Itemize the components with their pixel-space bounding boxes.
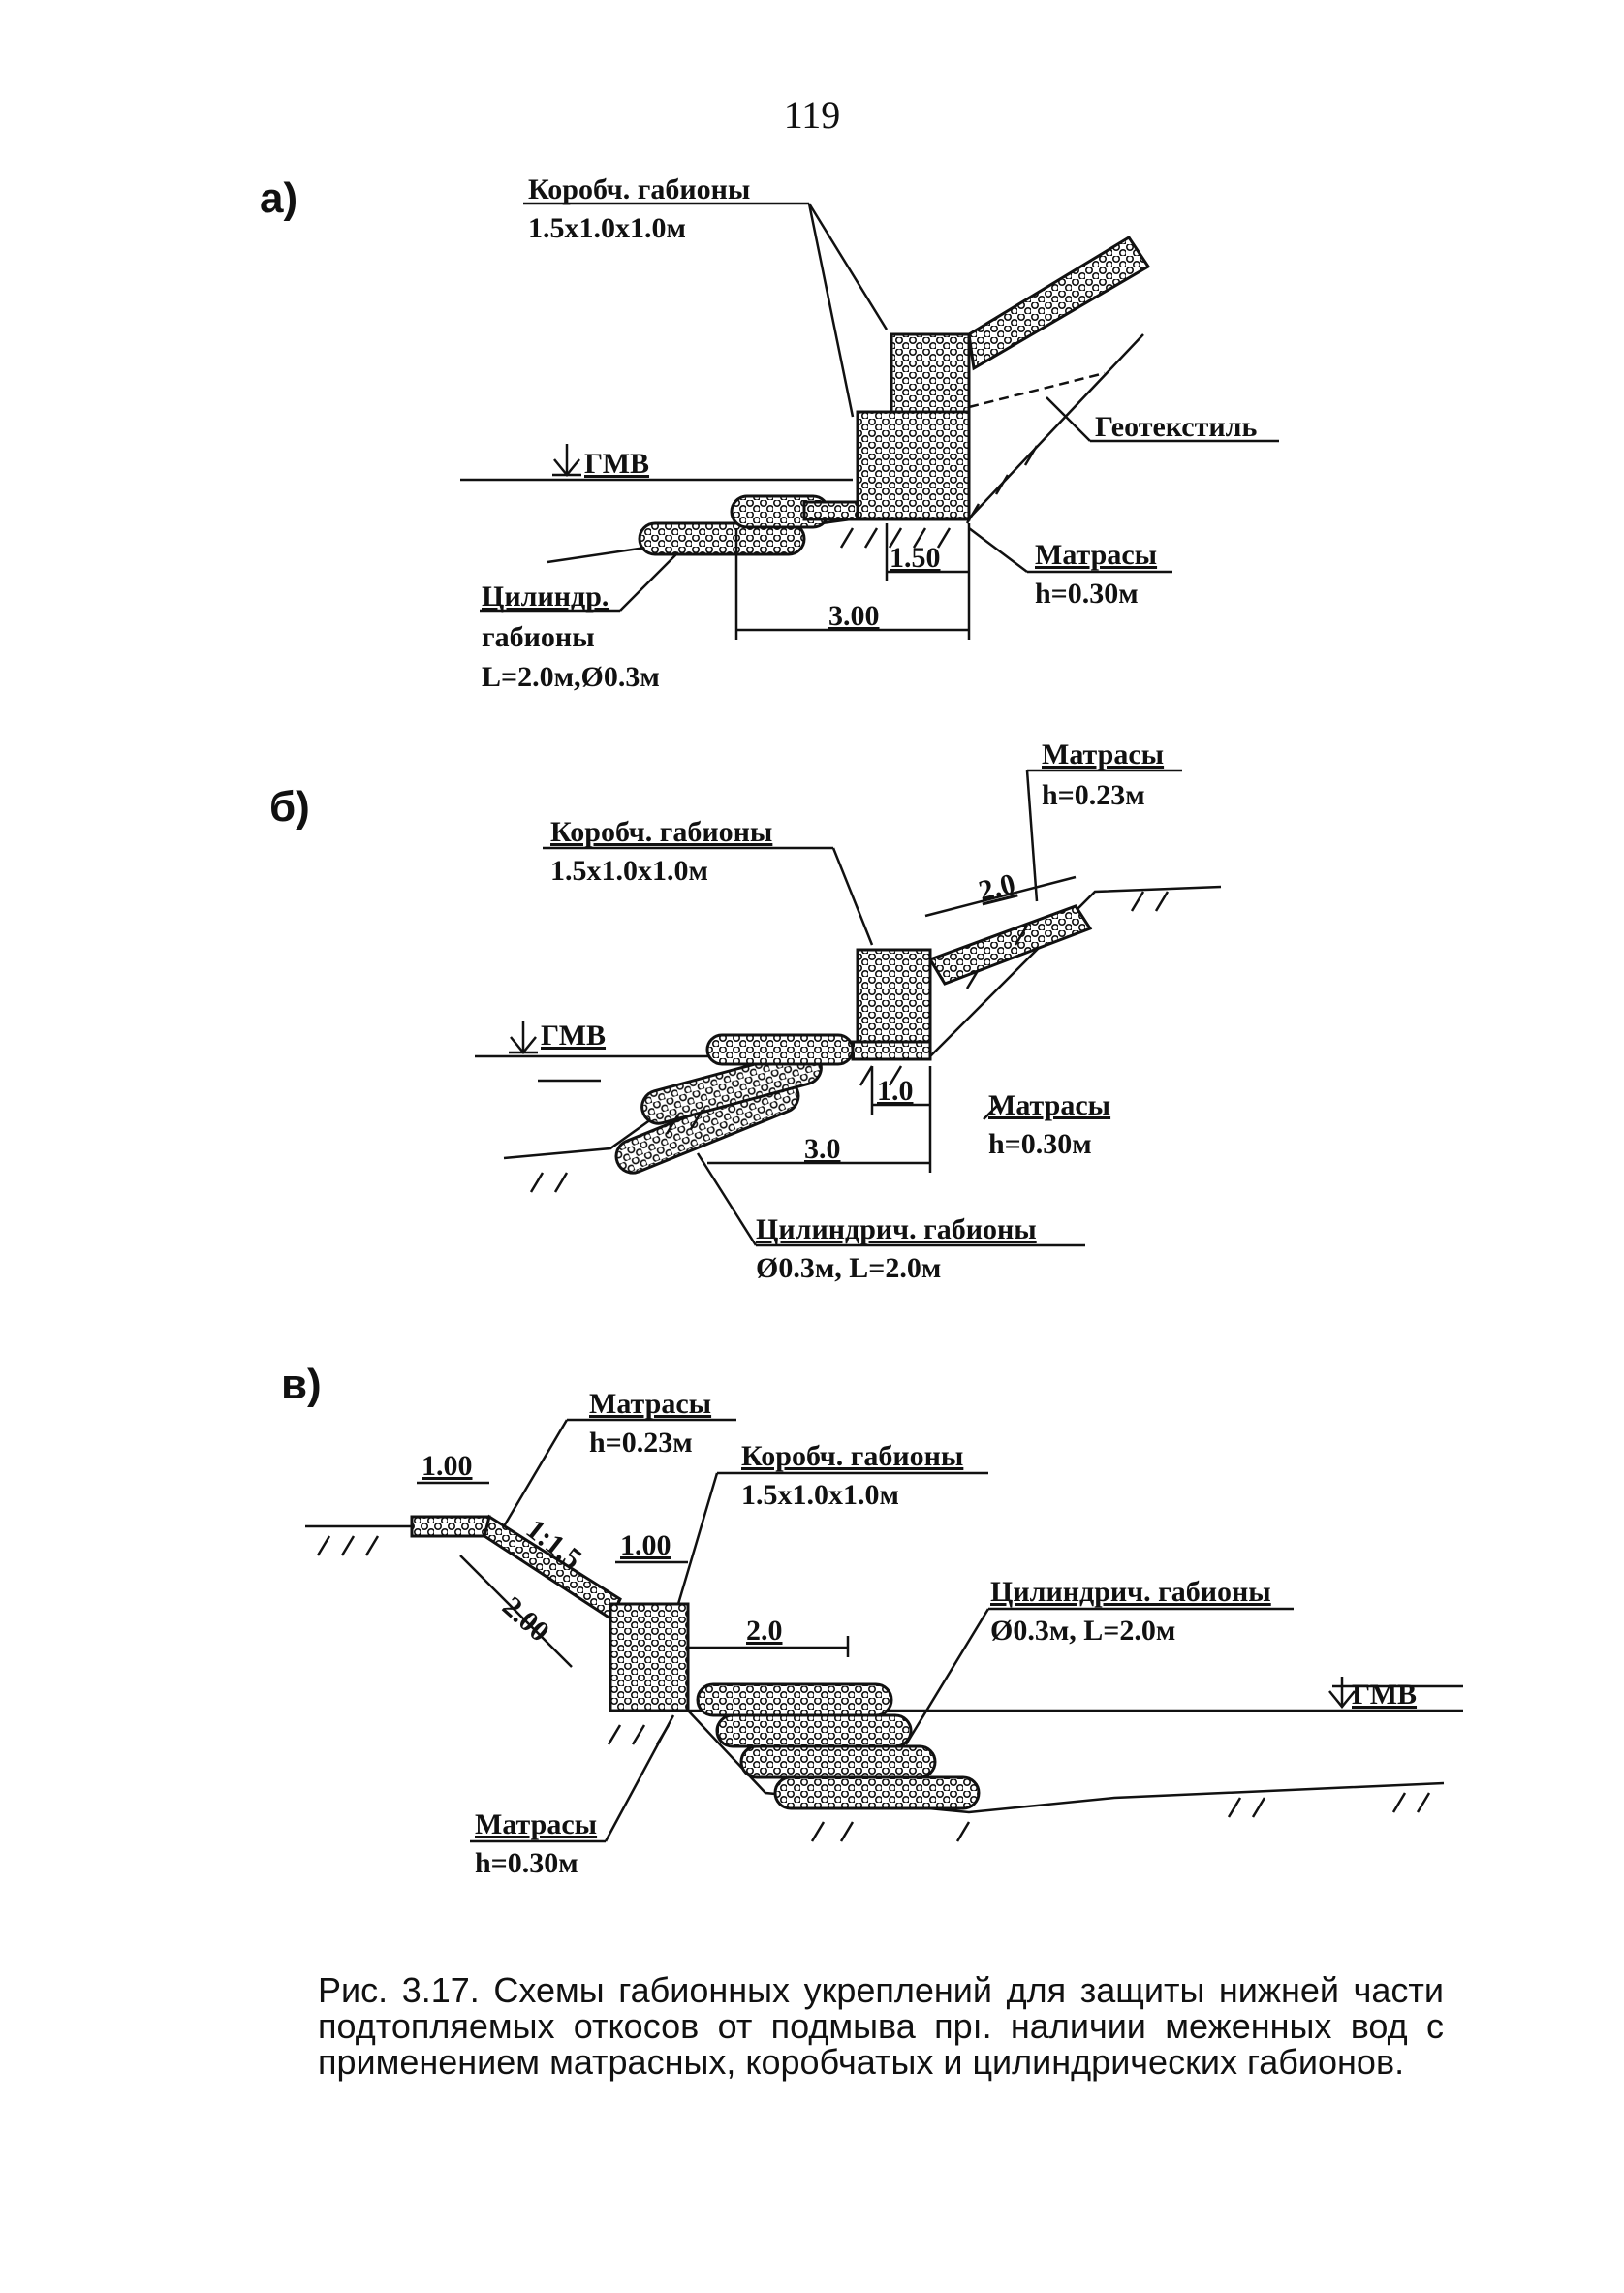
dim-line-2.00-slope (459, 1555, 573, 1668)
label-water-level: ГМВ (584, 448, 649, 480)
label-water-level: ГМВ (541, 1020, 606, 1052)
panel-b-letter: б) (269, 783, 310, 831)
page-number: 119 (783, 93, 841, 137)
box-gabion (856, 410, 971, 520)
panel-a-letter: а) (260, 174, 298, 222)
label-water-level: ГМВ (1352, 1679, 1417, 1711)
cylinder-gabion (715, 1713, 913, 1748)
dim-2.0: 2.0 (746, 1615, 783, 1647)
label-mattress: Матрасы (475, 1808, 597, 1840)
dim-2.0: 2.0 (976, 867, 1018, 907)
mattress-top (410, 1515, 491, 1538)
label-mattress-height: h=0.30м (988, 1128, 1092, 1160)
geotextile-line (968, 371, 1106, 409)
label-mattress-top-height: h=0.23м (589, 1427, 693, 1459)
dim-3.0: 3.0 (804, 1133, 841, 1165)
label-mattress-top-height: h=0.23м (1042, 779, 1145, 811)
label-box-gabions-size: 1.5x1.0x1.0м (550, 855, 708, 887)
dim-3.00: 3.00 (828, 600, 880, 632)
label-box-gabions: Коробч. габионы (550, 816, 772, 848)
slope-mattress (967, 235, 1151, 371)
label-box-gabions: Коробч. габионы (741, 1440, 963, 1472)
label-mattress: Матрасы (1035, 539, 1157, 571)
label-cylinder-gabions: Цилиндрич. габионы (990, 1576, 1271, 1608)
box-gabion (609, 1602, 690, 1712)
label-cylinder-gabions-size: L=2.0м,Ø0.3м (482, 661, 660, 693)
water-level-arrowhead (1328, 1690, 1356, 1709)
label-cylinder-gabions-2: габионы (482, 621, 595, 653)
label-cylinder-gabions-size: Ø0.3м, L=2.0м (990, 1615, 1175, 1647)
label-mattress-top: Матрасы (1042, 738, 1164, 770)
panel-c-drawing: Матрасы h=0.23м Коробч. габионы 1.5x1.0x… (305, 1388, 1463, 1879)
box-gabion (890, 332, 971, 414)
dim-1.00-box: 1.00 (620, 1529, 671, 1561)
label-box-gabions-size: 1.5x1.0x1.0м (528, 212, 686, 244)
panel-b-drawing: Матрасы h=0.23м Коробч. габионы 1.5x1.0x… (475, 738, 1222, 1284)
label-mattress-height: h=0.30м (1035, 578, 1139, 610)
label-cylinder-gabions: Цилиндрич. габионы (756, 1213, 1037, 1245)
box-gabion (856, 948, 932, 1044)
label-cylinder-gabions-size: Ø0.3м, L=2.0м (756, 1252, 941, 1284)
dim-1.0: 1.0 (877, 1075, 914, 1107)
slope-mattress (927, 904, 1093, 986)
dim-line-2.0 (924, 875, 1077, 918)
cylinder-gabion (638, 521, 806, 556)
label-cylinder-gabions: Цилиндр. (482, 581, 609, 613)
cylinder-gabion (773, 1775, 981, 1810)
ground-hatching (839, 445, 1039, 549)
label-box-gabions: Коробч. габионы (528, 173, 750, 205)
cylinder-gabion (739, 1744, 937, 1779)
mattress (851, 1040, 932, 1061)
label-mattress: Матрасы (988, 1089, 1110, 1121)
dim-1.50: 1.50 (890, 542, 941, 574)
label-box-gabions-size: 1.5x1.0x1.0м (741, 1479, 899, 1511)
panel-c-letter: в) (281, 1361, 322, 1408)
panel-a-drawing: Коробч. габионы 1.5x1.0x1.0м ГМВ Геотекс… (460, 173, 1279, 693)
cylinder-gabion (705, 1033, 855, 1066)
cylinder-gabion (696, 1682, 893, 1717)
dim-1.00-top: 1.00 (422, 1450, 473, 1482)
figure-caption: Рис. 3.17. Схемы габионных укреплений дл… (318, 1970, 1444, 2082)
label-mattress-top: Матрасы (589, 1388, 711, 1420)
ground-hatching (529, 891, 1170, 1193)
label-mattress-height: h=0.30м (475, 1847, 578, 1879)
label-geotextile: Геотекстиль (1095, 411, 1257, 443)
